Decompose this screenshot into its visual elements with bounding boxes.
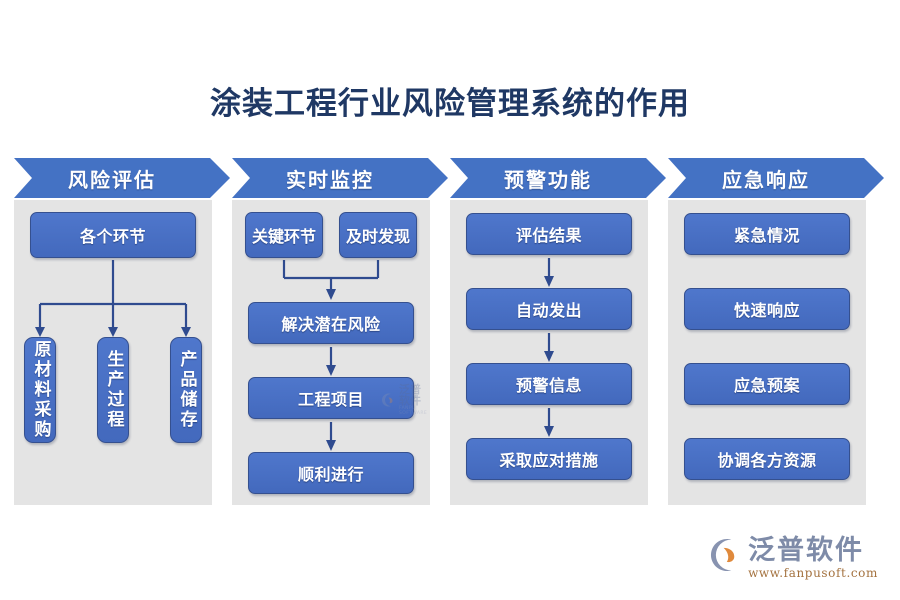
column-header-banner: 预警功能: [450, 158, 666, 198]
node-box[interactable]: 紧急情况: [684, 213, 850, 255]
node-box[interactable]: 解决潜在风险: [248, 302, 414, 344]
logo-website-url: www.fanpusoft.com: [748, 566, 878, 580]
node-box[interactable]: 生产过程: [97, 337, 129, 443]
node-box[interactable]: 采取应对措施: [466, 438, 632, 480]
fanpu-logo-icon: [704, 536, 742, 574]
node-box[interactable]: 工程项目: [248, 377, 414, 419]
logo-company-name: 泛普软件: [748, 534, 865, 566]
connector-group: [450, 200, 648, 463]
column-header-banner: 实时监控: [232, 158, 448, 198]
node-box[interactable]: 评估结果: [466, 213, 632, 255]
node-box[interactable]: 各个环节: [30, 212, 196, 258]
node-box[interactable]: 应急预案: [684, 363, 850, 405]
page-title: 涂装工程行业风险管理系统的作用: [210, 86, 690, 122]
connector-group: [14, 200, 212, 463]
column-header-banner: 应急响应: [668, 158, 884, 198]
node-box[interactable]: 及时发现: [339, 212, 417, 258]
node-box[interactable]: 顺利进行: [248, 452, 414, 494]
connector-group: [232, 200, 430, 463]
node-box[interactable]: 快速响应: [684, 288, 850, 330]
node-box[interactable]: 关键环节: [245, 212, 323, 258]
node-box[interactable]: 预警信息: [466, 363, 632, 405]
node-box[interactable]: 协调各方资源: [684, 438, 850, 480]
node-box[interactable]: 自动发出: [466, 288, 632, 330]
node-box[interactable]: 产品储存: [170, 337, 202, 443]
company-logo: 泛普软件 www.fanpusoft.com: [704, 536, 878, 580]
column-header-banner: 风险评估: [14, 158, 230, 198]
node-box[interactable]: 原材料采购: [24, 337, 56, 443]
